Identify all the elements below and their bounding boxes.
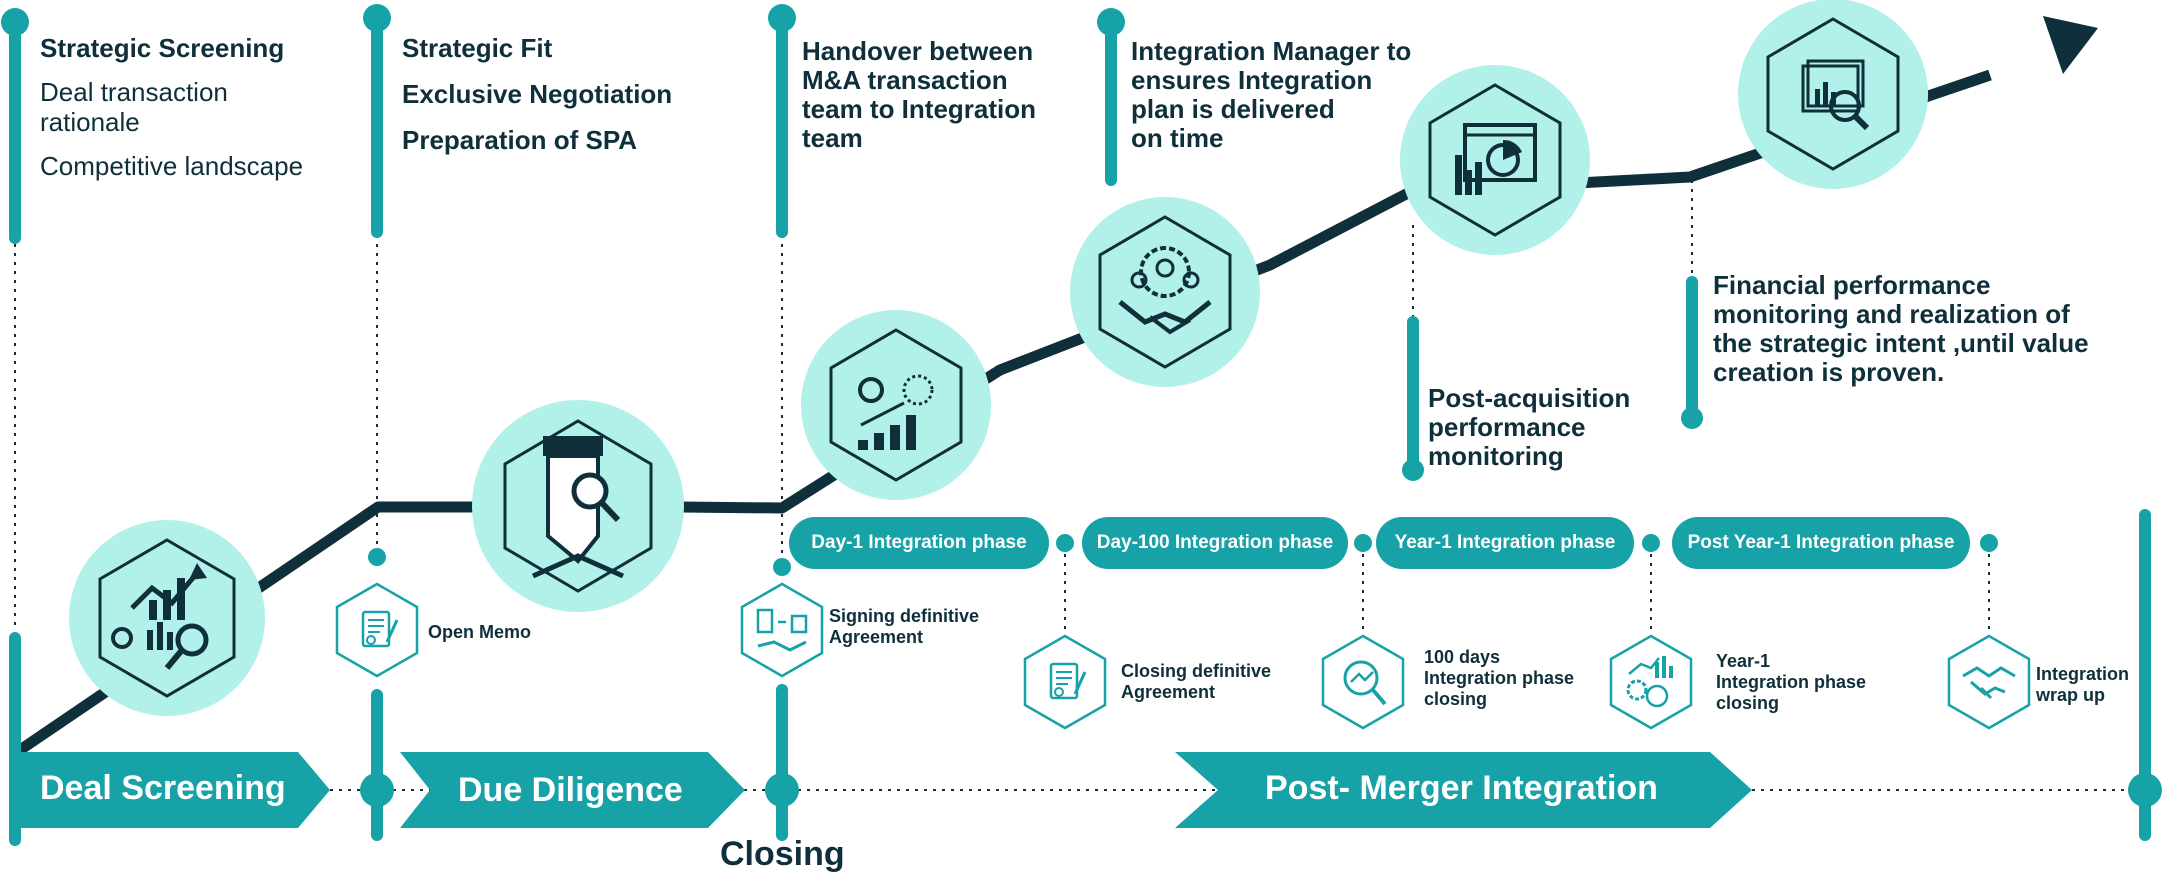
chart-growth-magnifier-icon bbox=[69, 520, 265, 716]
milestone-line: ensures Integration bbox=[1131, 65, 1373, 95]
phase-day1: Day-1 Integration phase bbox=[789, 517, 1049, 569]
event-line: Integration phase bbox=[1424, 668, 1575, 688]
milestone-markers bbox=[1, 4, 1703, 481]
stage-post-merger-integration bbox=[1175, 752, 1752, 828]
stage-label-post-merger-integration: Post- Merger Integration bbox=[1265, 769, 1658, 807]
event-integration-wrap-up: Integration wrap up bbox=[2036, 664, 2129, 706]
milestone-line: monitoring bbox=[1428, 441, 1564, 471]
milestone-integration-manager: Integration Manager to ensures Integrati… bbox=[1131, 37, 1411, 153]
milestone-title: Strategic Screening bbox=[40, 33, 285, 63]
event-line: Closing definitive bbox=[1121, 661, 1272, 681]
milestone-financial-performance: Financial performance monitoring and rea… bbox=[1713, 271, 2089, 387]
event-line: Integration phase bbox=[1716, 672, 1867, 692]
stage-deal-screening bbox=[15, 752, 330, 828]
event-line: wrap up bbox=[2036, 685, 2106, 705]
milestone-post-acquisition: Post-acquisition performance monitoring bbox=[1428, 384, 1630, 471]
gears-growth-chart-icon bbox=[801, 310, 991, 500]
milestone-line: the strategic intent ,until value bbox=[1713, 328, 2089, 358]
event-line: closing bbox=[1716, 693, 1780, 713]
event-line: Agreement bbox=[829, 627, 924, 647]
phase-post-year1: Post Year-1 Integration phase bbox=[1672, 517, 1970, 569]
event-open-memo: Open Memo bbox=[428, 622, 532, 642]
milestone-line: creation is proven. bbox=[1713, 357, 1945, 387]
document-signature-icon bbox=[1023, 634, 1107, 730]
event-line: Agreement bbox=[1121, 682, 1216, 702]
stage-label-closing: Closing bbox=[720, 835, 845, 873]
milestone-line: monitoring and realization of bbox=[1713, 299, 2070, 329]
milestone-line: Financial performance bbox=[1713, 270, 1991, 300]
closing-node bbox=[765, 773, 799, 807]
milestone-line: Post-acquisition bbox=[1428, 383, 1631, 413]
stage-due-diligence bbox=[400, 752, 745, 828]
milestone-line: Preparation of SPA bbox=[402, 125, 638, 155]
building-handshake-icon bbox=[740, 582, 824, 678]
milestone-line: Integration Manager to bbox=[1131, 36, 1412, 66]
connector-lines bbox=[14, 180, 1990, 635]
end-node bbox=[2128, 773, 2162, 807]
gear-chart-clock-icon bbox=[1609, 634, 1693, 730]
milestone-line: Deal transaction bbox=[40, 77, 228, 107]
phase-year1: Year-1 Integration phase bbox=[1376, 517, 1634, 569]
event-line: 100 days bbox=[1424, 647, 1501, 667]
milestone-line: Handover between bbox=[802, 36, 1034, 66]
milestone-line: performance bbox=[1428, 412, 1586, 442]
handshake-icon bbox=[1947, 634, 2031, 730]
document-signature-icon bbox=[335, 582, 419, 678]
milestone-strategic-fit: Strategic Fit Exclusive Negotiation Prep… bbox=[402, 33, 672, 169]
phase-dots bbox=[368, 534, 1998, 576]
milestone-line: rationale bbox=[40, 107, 140, 137]
team-handshake-icon bbox=[1070, 197, 1260, 387]
stage-label-due-diligence: Due Diligence bbox=[458, 771, 683, 809]
milestone-line: Exclusive Negotiation bbox=[402, 79, 673, 109]
milestone-strategic-screening: Strategic Screening Deal transaction rat… bbox=[40, 33, 303, 181]
event-signing: Signing definitive Agreement bbox=[829, 606, 979, 648]
monitor-charts-icon bbox=[1400, 65, 1590, 255]
window-chart-magnifier-icon bbox=[1738, 0, 1928, 189]
event-closing-definitive: Closing definitive Agreement bbox=[1121, 661, 1271, 703]
phase-day100: Day-100 Integration phase bbox=[1082, 517, 1348, 569]
milestone-line: plan is delivered bbox=[1131, 94, 1335, 124]
trend-arrow-head bbox=[2043, 16, 2098, 74]
milestone-line: Strategic Fit bbox=[402, 33, 553, 63]
chart-magnifier-icon bbox=[1321, 634, 1405, 730]
milestone-line: team to Integration bbox=[802, 94, 1037, 124]
milestone-handover: Handover between M&A transaction team to… bbox=[802, 37, 1036, 153]
due-diligence-node bbox=[360, 773, 394, 807]
event-line: closing bbox=[1424, 689, 1488, 709]
investigator-magnifier-icon bbox=[472, 400, 684, 612]
event-100-days: 100 days Integration phase closing bbox=[1424, 647, 1574, 710]
milestone-line: team bbox=[802, 123, 863, 153]
event-year1-closing: Year-1 Integration phase closing bbox=[1716, 651, 1866, 714]
milestone-line: M&A transaction bbox=[802, 65, 1008, 95]
event-line: Signing definitive bbox=[829, 606, 980, 626]
milestone-line: on time bbox=[1131, 123, 1224, 153]
event-line: Integration bbox=[2036, 664, 2129, 684]
event-line: Year-1 bbox=[1716, 651, 1771, 671]
stage-label-deal-screening: Deal Screening bbox=[40, 769, 286, 807]
milestone-line: Competitive landscape bbox=[40, 151, 304, 181]
